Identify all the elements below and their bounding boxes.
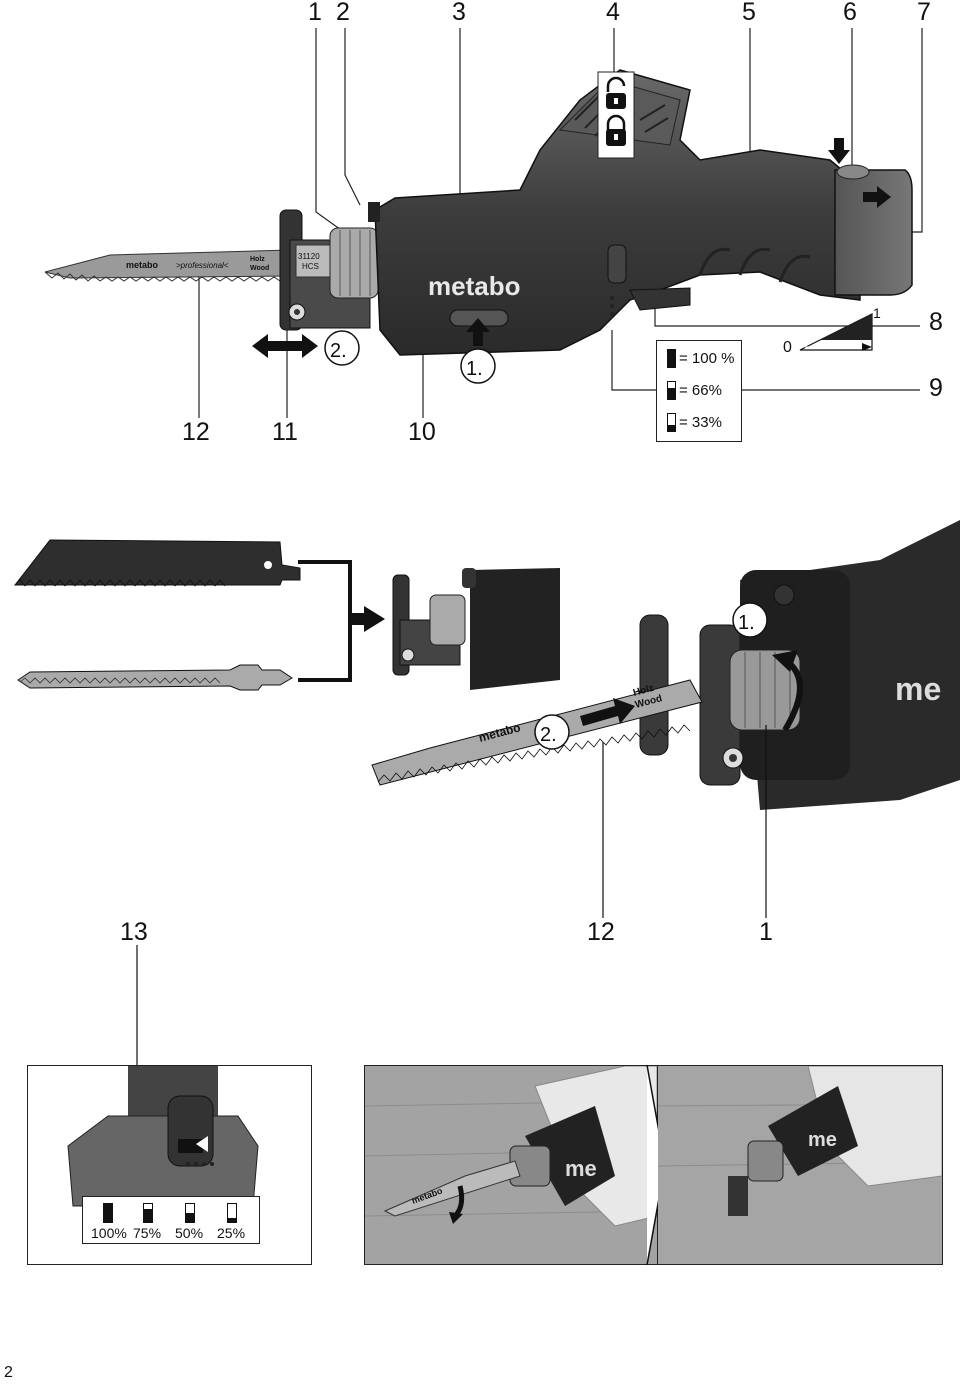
level-50-label: 50% xyxy=(175,1225,204,1241)
arrow-insert-right xyxy=(352,606,385,632)
locked-icon xyxy=(606,114,626,146)
blade-holz-text: Holz xyxy=(250,256,265,263)
blade-professional-text: >professional< xyxy=(176,261,229,270)
speed-min-label: 0 xyxy=(783,339,792,356)
step1-circle xyxy=(460,348,496,384)
arrow-battery-release-right xyxy=(863,186,891,208)
legend-row-100: = 100 % xyxy=(663,347,737,371)
arrow-battery-release-down xyxy=(828,138,850,164)
speed-ramp-icon: 0 1 xyxy=(783,305,881,356)
level-75: 75% xyxy=(133,1201,169,1241)
unlocked-icon xyxy=(606,76,626,109)
step1-label: 1. xyxy=(466,358,483,380)
callout-1: 1 xyxy=(308,0,322,26)
arrow-up-step1 xyxy=(466,318,490,346)
level-25: 25% xyxy=(217,1201,253,1241)
cutting-photo-right: me xyxy=(658,1065,943,1265)
step1-circle-fig2 xyxy=(732,602,768,638)
blade-hcs-text: HCS xyxy=(302,262,319,271)
housing-brand-text: me xyxy=(895,671,941,707)
battery-icon xyxy=(227,1203,237,1223)
step2-circle-fig2 xyxy=(534,714,570,750)
blade-code-text: 31120 xyxy=(298,252,320,261)
battery-level-legend: 100% 75% 50% 25% xyxy=(82,1196,260,1244)
battery-icon xyxy=(143,1203,153,1223)
cutting-photo-left: metabo me xyxy=(364,1065,658,1265)
callout-13: 13 xyxy=(120,918,148,946)
battery-pack xyxy=(834,164,913,296)
blade-wood-text: Wood xyxy=(250,265,269,272)
legend-label-33: = 33% xyxy=(679,414,722,431)
battery-icon xyxy=(185,1203,195,1223)
callout-3: 3 xyxy=(452,0,466,26)
speed-max-label: 1 xyxy=(873,305,881,321)
saw-body: metabo xyxy=(368,69,861,356)
callout-7: 7 xyxy=(917,0,931,26)
battery-photo-panel: 100% 75% 50% 25% xyxy=(27,1065,312,1265)
battery-icon xyxy=(667,381,676,400)
callout-2: 2 xyxy=(336,0,350,26)
blade-holz-text-2: Holz xyxy=(632,683,655,699)
legend-label-66: = 66% xyxy=(679,382,722,399)
saw-head-large: me xyxy=(639,520,960,810)
blade-chuck xyxy=(329,227,379,299)
callout-13-leader xyxy=(136,945,138,1065)
blade-type-sabre xyxy=(13,539,301,587)
bracket-line xyxy=(298,560,352,682)
blade-type-jigsaw xyxy=(17,664,293,691)
callout-9: 9 xyxy=(929,374,943,402)
saw-illustration: metabo >professional< Holz Wood 31120 HC… xyxy=(44,28,923,418)
level-75-label: 75% xyxy=(133,1225,162,1241)
callout-12: 12 xyxy=(182,418,210,446)
step1-label-fig2: 1. xyxy=(738,612,755,634)
callout-12-fig2: 12 xyxy=(587,918,615,946)
cut-housing-text-left: me xyxy=(565,1156,597,1181)
saw-blade: metabo >professional< Holz Wood xyxy=(44,249,291,282)
level-25-label: 25% xyxy=(217,1225,246,1241)
step2-circle xyxy=(324,330,360,366)
callout-1-fig2: 1 xyxy=(759,918,773,946)
lock-indicator-box xyxy=(597,71,635,159)
level-50: 50% xyxy=(175,1201,211,1241)
battery-icon xyxy=(103,1203,113,1223)
cut-housing-text-right: me xyxy=(808,1129,837,1151)
battery-legend-box: = 100 % = 66% = 33% xyxy=(656,340,742,442)
level-100: 100% xyxy=(91,1201,127,1241)
callout-5: 5 xyxy=(742,0,756,26)
callout-4: 4 xyxy=(606,0,620,26)
step2-label-fig2: 2. xyxy=(540,724,557,746)
step2-label: 2. xyxy=(330,340,347,362)
figure-2: me metabo Holz Wood 2. 1. 12 1 xyxy=(0,520,960,950)
arrow-insert-blade xyxy=(580,698,635,726)
saw-brand-text: metabo xyxy=(428,271,520,301)
battery-icon xyxy=(667,349,676,368)
legend-row-66: = 66% xyxy=(663,379,737,403)
battery-icon xyxy=(667,413,676,432)
callout-11: 11 xyxy=(272,418,298,446)
legend-label-100: = 100 % xyxy=(679,350,735,367)
arrow-double-step2 xyxy=(252,334,318,358)
page-number: 2 xyxy=(4,1364,13,1381)
saw-head-small xyxy=(392,568,560,690)
callout-8: 8 xyxy=(929,308,943,336)
figure-1: 1 2 3 4 5 6 7 8 9 12 11 10 xyxy=(0,0,960,460)
legend-row-33: = 33% xyxy=(663,411,737,435)
callout-10: 10 xyxy=(408,418,436,446)
level-100-label: 100% xyxy=(91,1225,127,1241)
callout-6: 6 xyxy=(843,0,857,26)
blade-brand-text: metabo xyxy=(126,260,159,270)
